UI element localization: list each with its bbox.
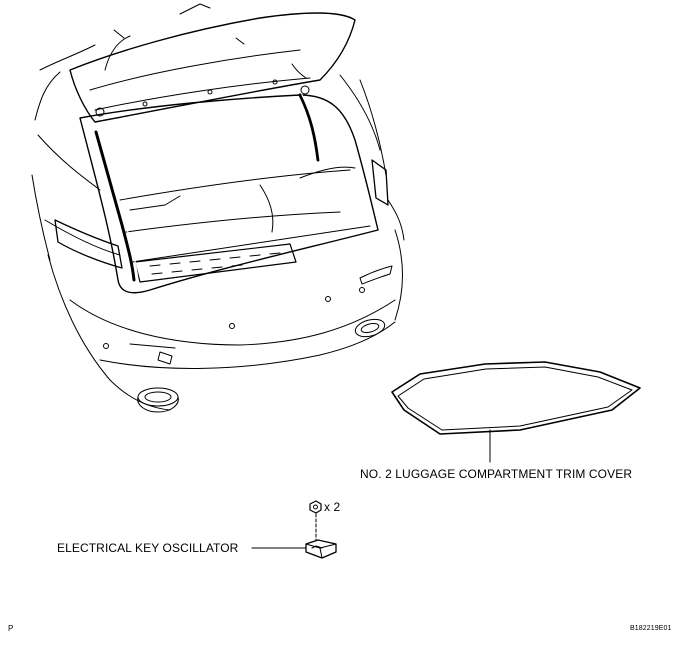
trim-cover-label: NO. 2 LUGGAGE COMPARTMENT TRIM COVER [360,467,633,481]
corner-mark: P [8,624,14,633]
car-rear-illustration [31,3,405,413]
key-oscillator-illustration [251,500,337,559]
figure-code: B182219E01 [630,625,672,632]
key-oscillator-label: ELECTRICAL KEY OSCILLATOR [57,541,239,555]
fastener-quantity-label: x 2 [324,500,341,514]
trim-cover-illustration [391,361,641,463]
